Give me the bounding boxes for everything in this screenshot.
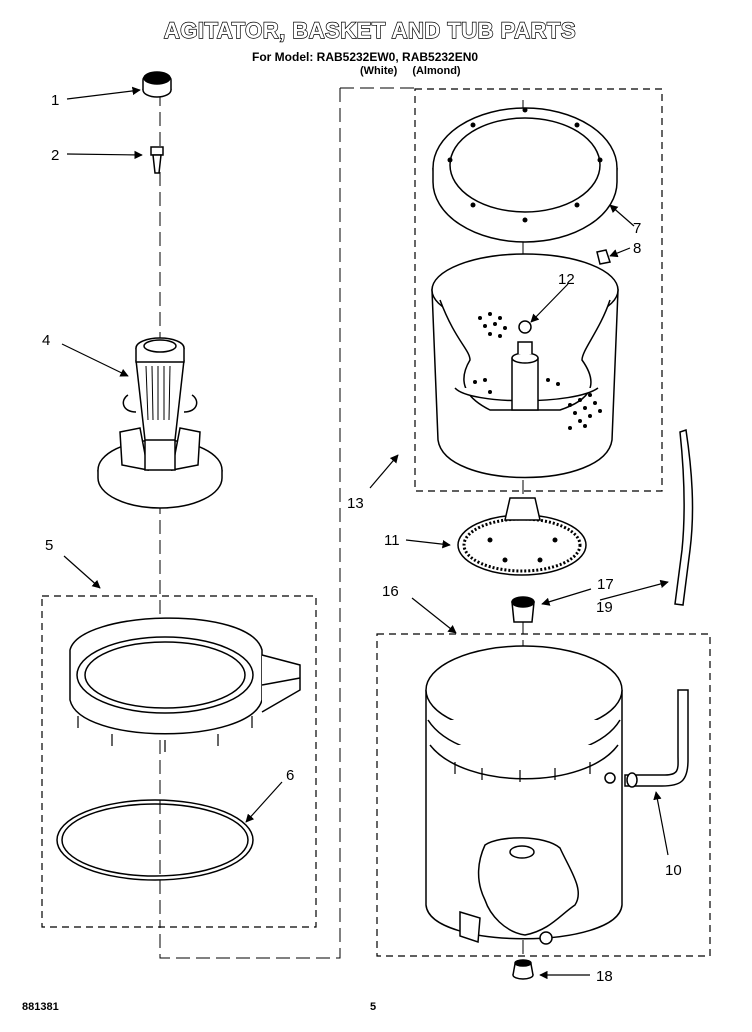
- callout-12: 12: [558, 271, 575, 288]
- callout-2: 2: [51, 147, 59, 164]
- outer-tub-part: [425, 645, 623, 945]
- tub-plug-part: [512, 959, 534, 980]
- assembly-box-basket: [414, 88, 663, 492]
- model-line: For Model: RAB5232EW0, RAB5232EN0: [252, 50, 479, 64]
- tub-ring-part: [69, 617, 301, 752]
- diagram-code: 881381: [22, 1001, 59, 1013]
- callout-5: 5: [45, 537, 53, 554]
- callout-7: 7: [633, 220, 641, 237]
- callout-6: 6: [286, 767, 294, 784]
- callout-16: 16: [382, 583, 399, 600]
- agitator-part: [97, 337, 223, 509]
- basket-part: [431, 253, 619, 479]
- agitator-cap-part: [142, 71, 172, 98]
- hub-nut-part: [511, 596, 535, 623]
- callout-19: 19: [596, 599, 613, 616]
- drain-hose-part: [604, 689, 689, 788]
- callout-18: 18: [596, 968, 613, 985]
- callout-11: 11: [384, 532, 400, 549]
- callout-4: 4: [42, 332, 50, 349]
- tub-seal-part: [56, 799, 254, 881]
- variant-almond: (Almond): [412, 65, 461, 77]
- callout-labels: 1 2 4 5 6 7 8 10 11 12 13 16 17 18 19: [42, 92, 682, 985]
- balance-ring-part: [432, 107, 618, 243]
- agitator-bolt-part: [150, 146, 164, 174]
- variant-white: (White): [360, 65, 398, 77]
- assembly-box-ring: [41, 595, 317, 928]
- callout-13: 13: [347, 495, 364, 512]
- page-number: 5: [370, 1001, 377, 1013]
- clip-part: [596, 249, 611, 265]
- color-variants: (White) (Almond): [360, 65, 473, 77]
- page-title: AGITATOR, BASKET AND TUB PARTS: [163, 17, 577, 43]
- hose-strip-part: [674, 429, 694, 606]
- callout-1: 1: [51, 92, 59, 109]
- leader-arrows: [61, 86, 669, 980]
- drive-hub-part: [457, 497, 587, 576]
- callout-17: 17: [597, 576, 614, 593]
- callout-8: 8: [633, 240, 641, 257]
- callout-10: 10: [665, 862, 682, 879]
- assembly-box-tub: [376, 633, 711, 957]
